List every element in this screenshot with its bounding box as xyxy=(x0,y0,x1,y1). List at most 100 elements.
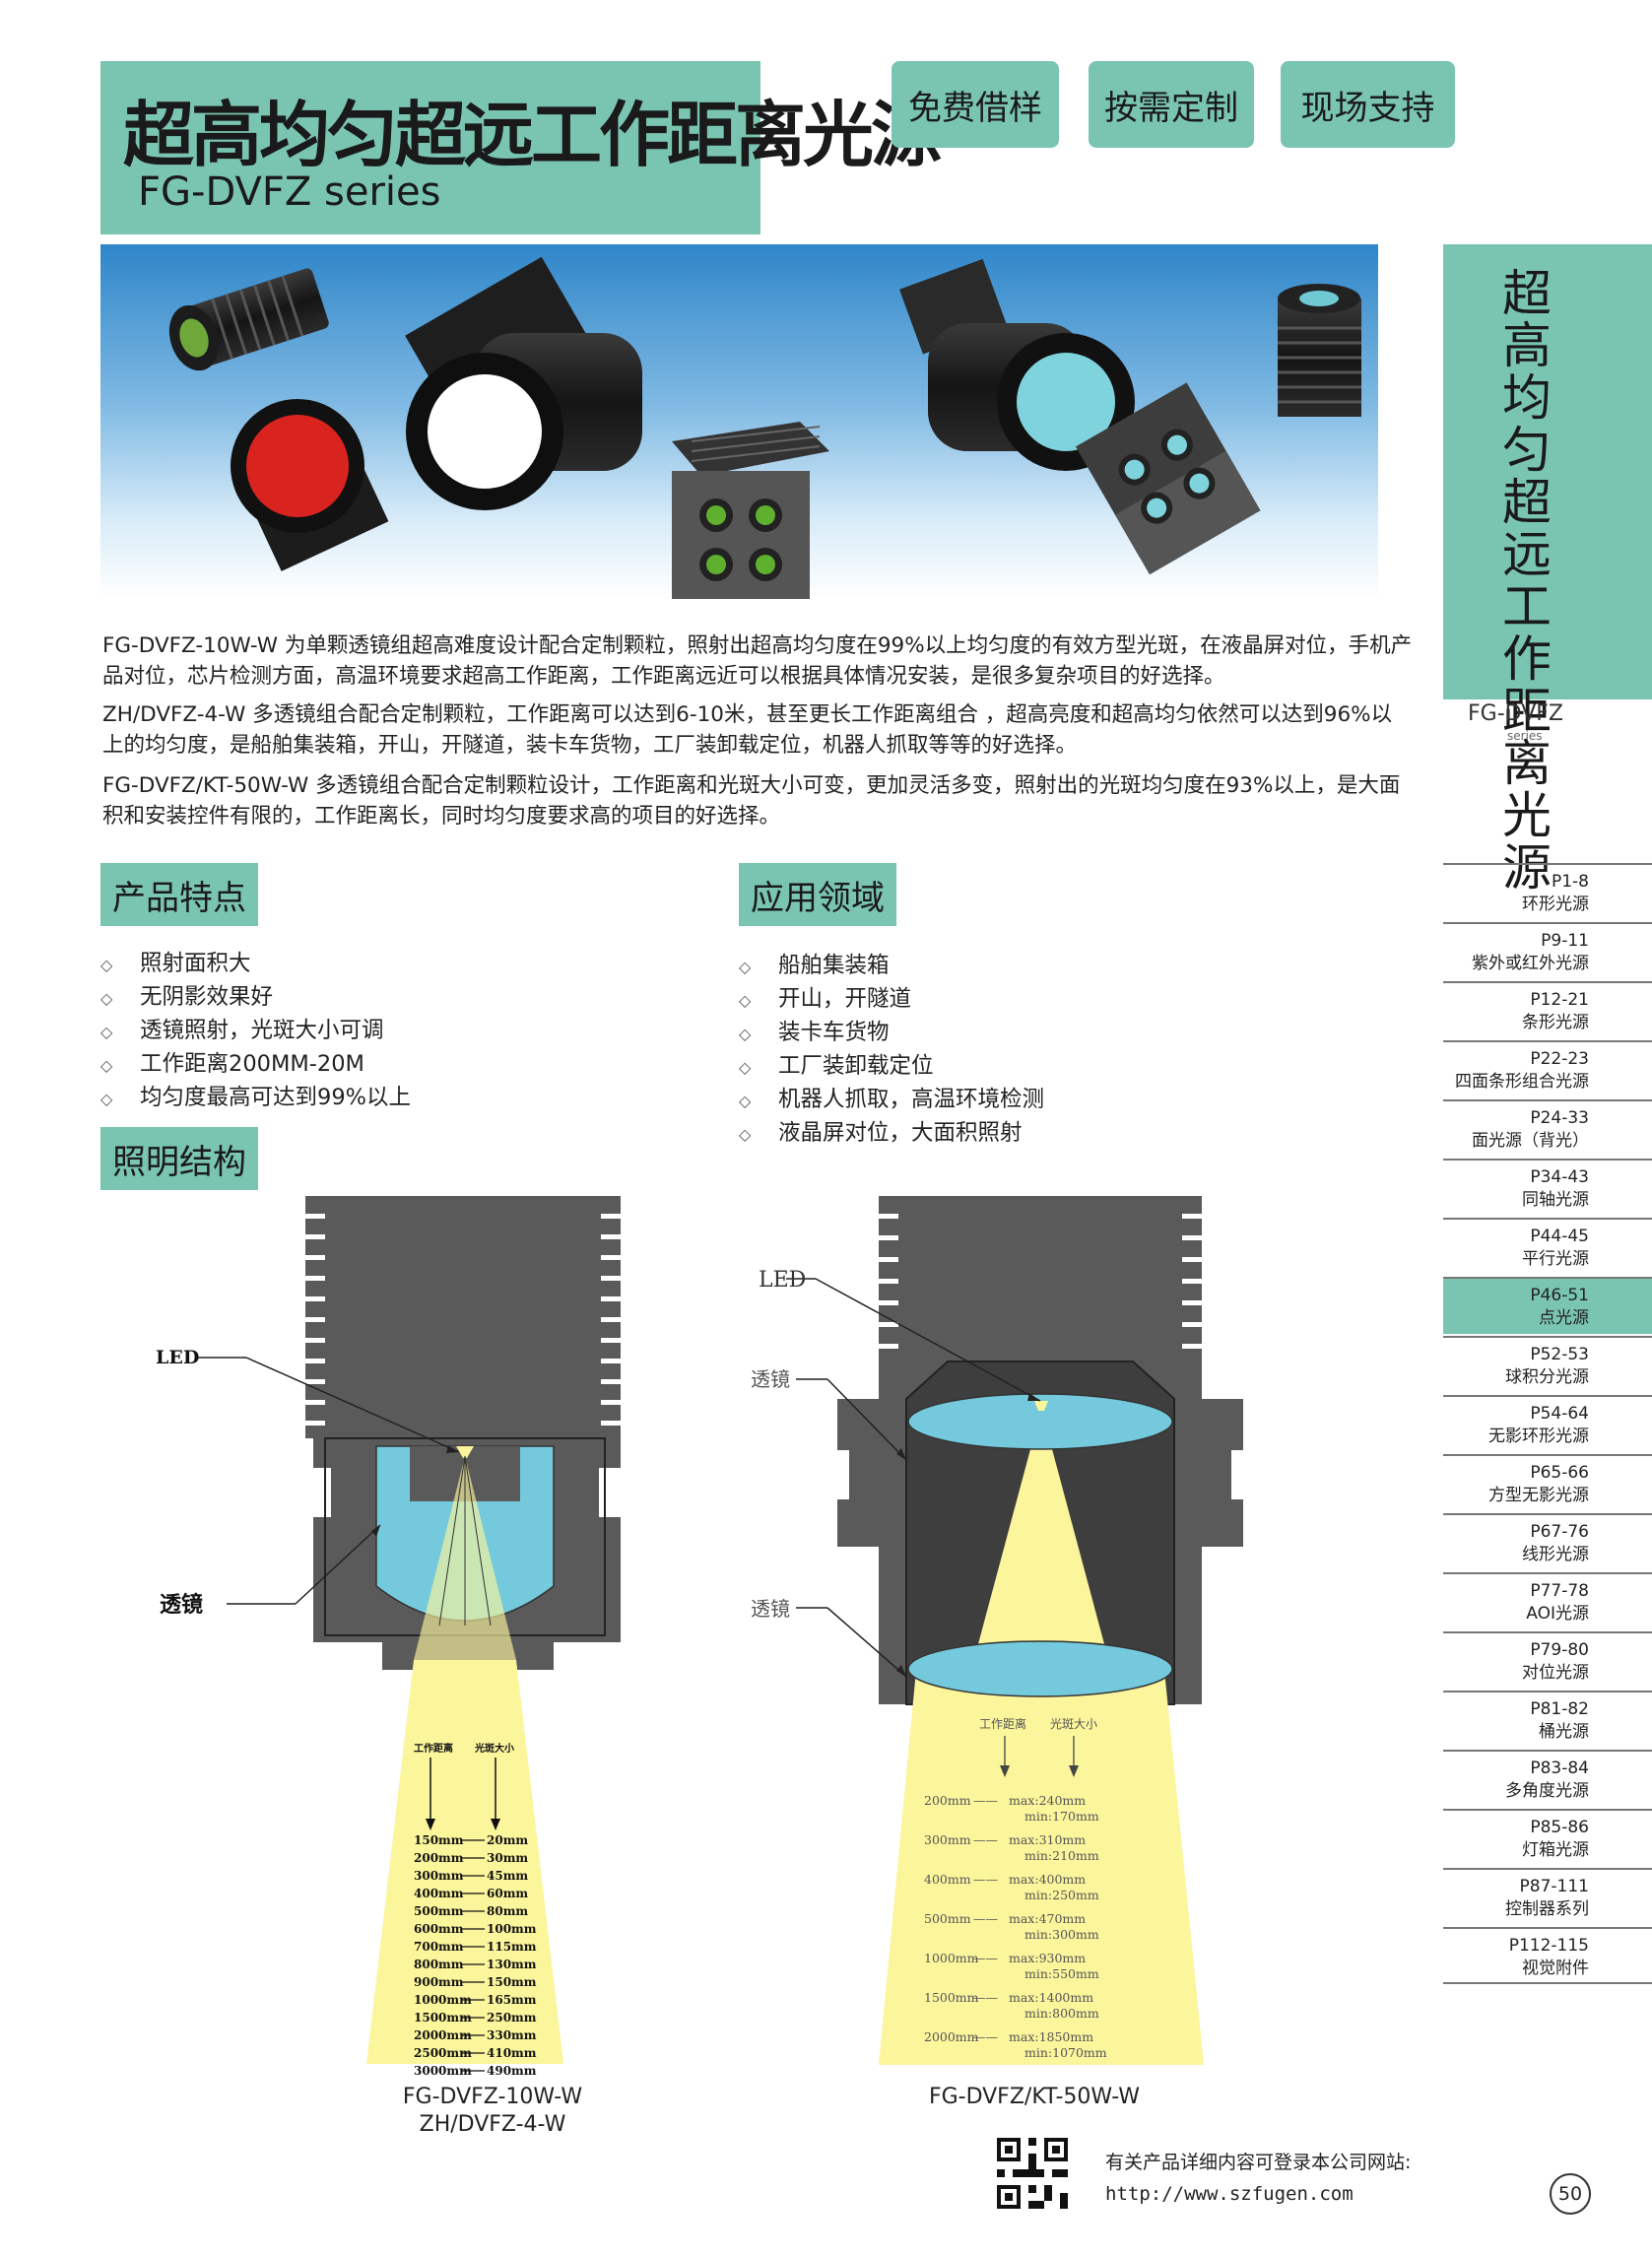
free-sample-button[interactable]: 免费借样 xyxy=(892,61,1059,148)
table-cell-distance: 300mm xyxy=(414,1869,464,1883)
list-item: ◇装卡车货物 xyxy=(739,1020,890,1045)
applications-heading: 应用领域 xyxy=(739,863,896,926)
table-cell-min: min:550mm xyxy=(1024,1966,1099,1981)
row-connector: —— xyxy=(973,1872,998,1887)
lens-label: 透镜 xyxy=(751,1367,790,1391)
table-cell-spot: 30mm xyxy=(487,1851,528,1865)
caption-left-1: FG-DVFZ-10W-W xyxy=(402,2085,583,2109)
table-cell-distance: 1000mm xyxy=(924,1951,979,1965)
table-cell-min: min:300mm xyxy=(1024,1927,1099,1942)
list-item: ◇船舶集装箱 xyxy=(739,953,890,978)
table-cell-min: min:250mm xyxy=(1024,1888,1099,1902)
custom-order-button[interactable]: 按需定制 xyxy=(1089,61,1254,148)
table-cell-spot: 410mm xyxy=(487,2046,537,2060)
table-cell-min: min:1070mm xyxy=(1024,2045,1107,2060)
side-series-sublabel: series xyxy=(1507,729,1543,743)
table-cell-spot: 165mm xyxy=(487,1993,537,2007)
table-cell-spot: 80mm xyxy=(487,1904,528,1918)
page-subtitle: FG-DVFZ series xyxy=(138,169,441,215)
table-cell-max: max:470mm xyxy=(1009,1911,1086,1926)
row-connector: —— xyxy=(973,2029,998,2044)
row-connector: —— xyxy=(973,1990,998,2005)
table-cell-max: max:1400mm xyxy=(1009,1990,1093,2005)
list-item: ◇均匀度最高可达到99%以上 xyxy=(100,1085,412,1110)
intro-paragraph: FG-DVFZ/KT-50W-W 多透镜组合配合定制颗粒设计，工作距离和光斑大小… xyxy=(102,773,1401,829)
list-item: ◇无阴影效果好 xyxy=(100,984,274,1010)
table-cell-min: min:210mm xyxy=(1024,1848,1099,1863)
table-cell-distance: 500mm xyxy=(924,1911,971,1926)
table-cell-max: max:930mm xyxy=(1009,1951,1086,1965)
table-cell-distance: 900mm xyxy=(414,1975,464,1989)
table-cell-distance: 1500mm xyxy=(924,1990,979,2005)
table-cell-distance: 800mm xyxy=(414,1958,464,1971)
table-cell-distance: 2000mm xyxy=(414,2028,472,2042)
side-category-tab xyxy=(1443,244,1652,699)
features-heading: 产品特点 xyxy=(100,863,258,926)
table-cell-max: max:1850mm xyxy=(1009,2029,1093,2044)
table-cell-spot: 490mm xyxy=(487,2064,537,2078)
table-cell-distance: 600mm xyxy=(414,1922,464,1936)
table-cell-distance: 300mm xyxy=(924,1832,971,1847)
col-header: 工作距离 xyxy=(414,1742,453,1755)
table-cell-spot: 45mm xyxy=(487,1869,528,1883)
led-label: LED xyxy=(759,1268,806,1293)
table-cell-spot: 60mm xyxy=(487,1887,528,1900)
led-label: LED xyxy=(156,1347,199,1368)
product-hero-image xyxy=(100,244,1378,609)
list-item: ◇工厂装卸载定位 xyxy=(739,1053,934,1079)
col-header: 工作距离 xyxy=(979,1716,1026,1731)
table-cell-max: max:400mm xyxy=(1009,1872,1086,1887)
table-cell-max: max:310mm xyxy=(1009,1832,1086,1847)
product-illustration xyxy=(168,256,1361,609)
table-cell-distance: 2000mm xyxy=(924,2029,979,2044)
table-cell-min: min:170mm xyxy=(1024,1809,1099,1824)
website-link[interactable]: http://www.szfugen.com xyxy=(1105,2183,1354,2205)
table-cell-spot: 115mm xyxy=(487,1940,537,1954)
caption-right: FG-DVFZ/KT-50W-W xyxy=(928,2085,1141,2109)
onsite-support-button[interactable]: 现场支持 xyxy=(1281,61,1455,148)
table-cell-distance: 2500mm xyxy=(414,2046,472,2060)
qr-code-icon xyxy=(997,2138,1068,2209)
page-title: 超高均匀超远工作距离光源 xyxy=(123,94,942,176)
table-cell-distance: 3000mm xyxy=(414,2064,472,2078)
intro-paragraph: FG-DVFZ-10W-W 为单颗透镜组超高难度设计配合定制颗粒，照射出超高均匀… xyxy=(102,633,1413,689)
table-cell-spot: 250mm xyxy=(487,2011,537,2025)
list-item: ◇照射面积大 xyxy=(100,951,251,976)
lens-label: 透镜 xyxy=(160,1592,203,1618)
row-connector: —— xyxy=(973,1911,998,1926)
table-cell-spot: 20mm xyxy=(487,1833,528,1847)
table-cell-distance: 500mm xyxy=(414,1904,464,1918)
page-number: 50 xyxy=(1550,2173,1591,2215)
table-cell-max: max:240mm xyxy=(1009,1793,1086,1808)
table-cell-distance: 150mm xyxy=(414,1833,464,1847)
col-header: 光斑大小 xyxy=(474,1742,514,1755)
features-list: ◇照射面积大 ◇无阴影效果好 ◇透镜照射，光斑大小可调 ◇工作距离200MM-2… xyxy=(100,948,411,1115)
title-banner xyxy=(100,61,760,234)
table-cell-distance: 700mm xyxy=(414,1940,464,1954)
table-cell-spot: 150mm xyxy=(487,1975,537,1989)
side-category-title: 超高均匀超远工作距离光源 xyxy=(1502,265,1552,896)
table-cell-distance: 400mm xyxy=(414,1887,464,1900)
table-cell-spot: 330mm xyxy=(487,2028,537,2042)
list-item: ◇开山，开隧道 xyxy=(739,986,912,1012)
